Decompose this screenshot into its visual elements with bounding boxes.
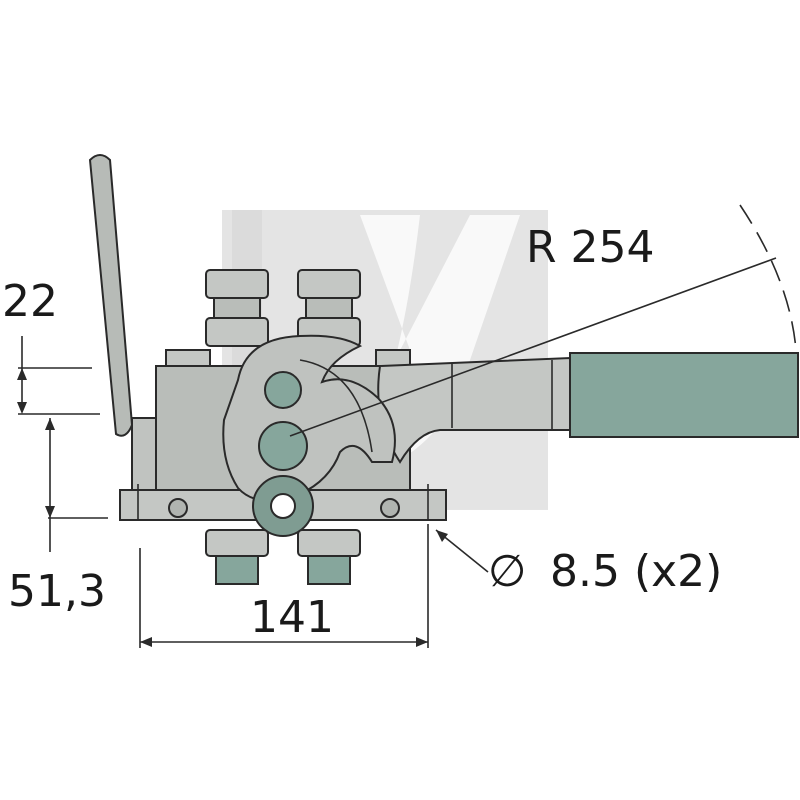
port-upper — [264, 371, 302, 409]
port-lower-pivot — [252, 475, 314, 537]
hole-label: 8.5 (x2) — [550, 546, 722, 597]
width-label: 141 — [250, 592, 334, 643]
width-dimension: 141 — [139, 524, 429, 648]
bottom-fitting-right — [297, 529, 361, 585]
hole-diameter-callout: ∅ 8.5 (x2) — [435, 529, 722, 597]
offset-top-dimension: 22 — [2, 276, 100, 415]
port-middle — [258, 421, 308, 471]
radius-label: R 254 — [526, 222, 655, 273]
offset-bottom-dimension: 51,3 — [8, 418, 108, 617]
top-fitting-left — [205, 269, 269, 347]
bottom-fitting-left — [205, 529, 269, 585]
control-handle — [377, 352, 799, 464]
diameter-symbol: ∅ — [488, 546, 526, 597]
manual-lever — [88, 154, 134, 437]
offset-bottom-label: 51,3 — [8, 566, 106, 617]
top-fitting-right — [297, 269, 361, 347]
offset-top-label: 22 — [2, 276, 58, 327]
radius-dimension: R 254 — [289, 204, 797, 437]
